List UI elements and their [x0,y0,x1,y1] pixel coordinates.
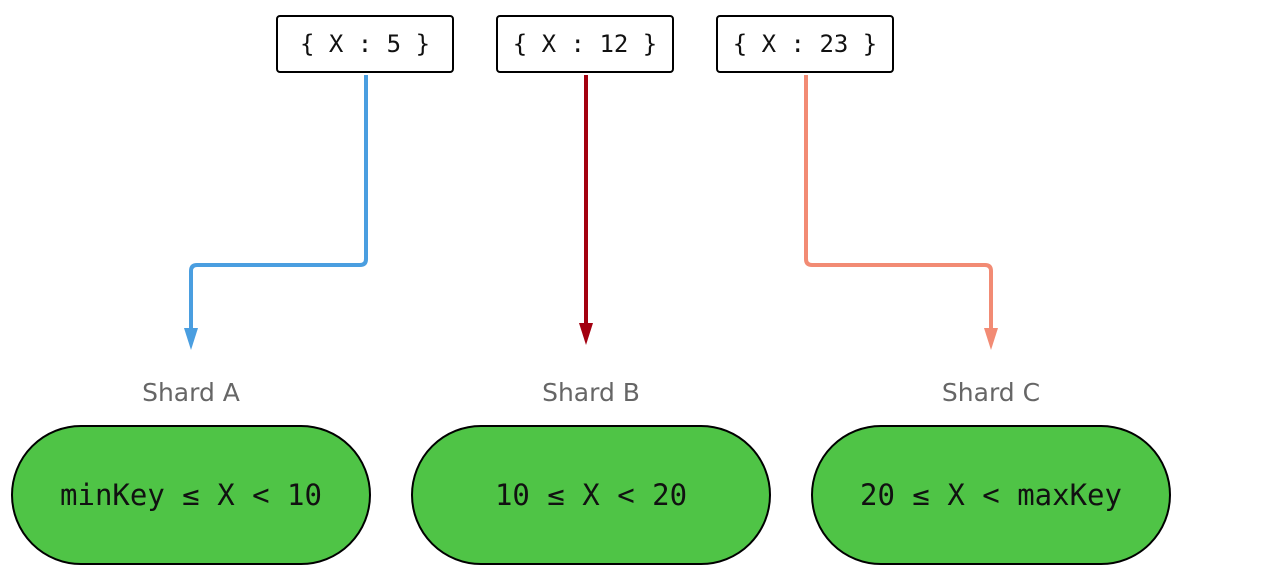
shard-c-range: 20 ≤ X < maxKey [811,425,1171,565]
arrow-doc-a-to-shard-a [189,75,368,330]
shard-a-range: minKey ≤ X < 10 [11,425,371,565]
shard-a-range-op: ≤ [182,478,200,512]
arrow-doc-c-to-shard-c [804,75,993,330]
document-x-12: { X : 12 } [496,15,674,73]
arrowhead-c [984,328,998,350]
shard-c-label: Shard C [941,378,1041,407]
shard-c-range-right: X < maxKey [929,478,1122,512]
shard-b-label: Shard B [542,378,640,407]
shard-b-range-right: X < 20 [564,478,688,512]
shard-a-range-left: minKey [60,478,183,512]
shard-b-range-left: 10 [494,478,548,512]
arrowhead-b [579,323,593,345]
shard-a-label: Shard A [142,378,240,407]
shard-b-range: 10 ≤ X < 20 [411,425,771,565]
document-x-23: { X : 23 } [716,15,894,73]
shard-c-range-op: ≤ [912,478,930,512]
shard-c-range-left: 20 [860,478,913,512]
document-x-5: { X : 5 } [276,15,454,73]
shard-a-range-right: X < 10 [199,478,322,512]
arrowhead-a [184,328,198,350]
shard-b-range-op: ≤ [547,478,565,512]
